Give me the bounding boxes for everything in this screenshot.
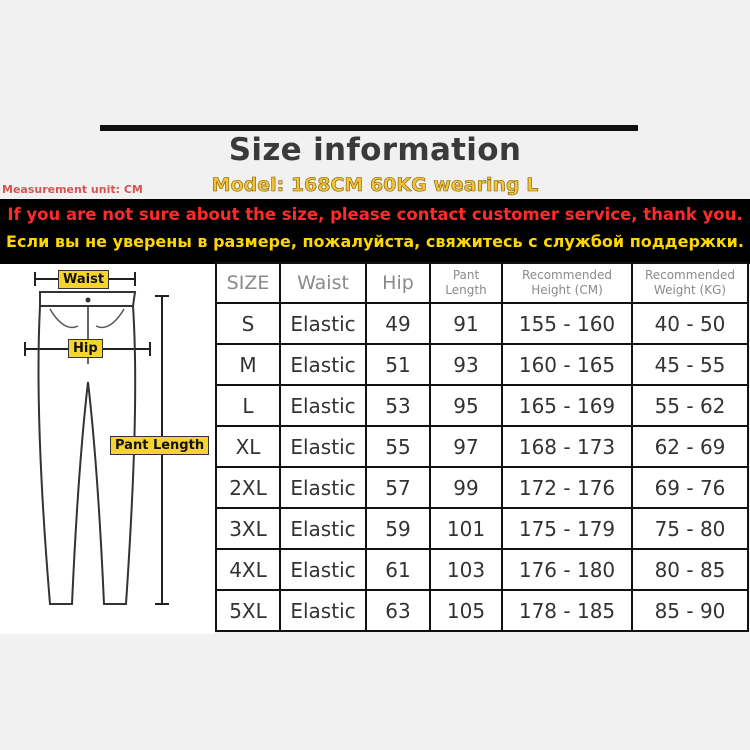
cell-hip: 63 <box>365 589 431 632</box>
cell-size: L <box>215 384 281 427</box>
cell-size: 2XL <box>215 466 281 509</box>
cell-pant-length: 95 <box>429 384 503 427</box>
cell-weight: 69 - 76 <box>631 466 749 509</box>
cell-pant-length: 105 <box>429 589 503 632</box>
header-weight: Recommended Weight (KG) <box>631 262 749 304</box>
header-height-line2: Height (CM) <box>531 283 603 297</box>
notice-english: If you are not sure about the size, plea… <box>7 205 743 224</box>
cell-height: 175 - 179 <box>501 507 633 550</box>
pants-diagram: Waist Hip Pant Length <box>0 264 215 634</box>
cell-hip: 53 <box>365 384 431 427</box>
header-pant-length: Pant Length <box>429 262 503 304</box>
header-size: SIZE <box>215 262 281 304</box>
size-table: SIZE Waist Hip Pant Length Recommended H… <box>215 262 749 632</box>
cell-pant-length: 91 <box>429 302 503 345</box>
cell-waist: Elastic <box>279 343 367 386</box>
header-pant-length-line1: Pant <box>452 268 480 282</box>
cell-weight: 85 - 90 <box>631 589 749 632</box>
cell-waist: Elastic <box>279 384 367 427</box>
table-header-row: SIZE Waist Hip Pant Length Recommended H… <box>215 262 749 304</box>
cell-size: 4XL <box>215 548 281 591</box>
header-weight-line1: Recommended <box>644 268 736 282</box>
measurement-unit-note: Measurement unit: CM <box>2 183 143 196</box>
cell-waist: Elastic <box>279 589 367 632</box>
notice-banner: If you are not sure about the size, plea… <box>0 199 750 264</box>
header-hip: Hip <box>365 262 431 304</box>
cell-height: 160 - 165 <box>501 343 633 386</box>
header-height-line1: Recommended <box>521 268 613 282</box>
cell-size: S <box>215 302 281 345</box>
cell-height: 176 - 180 <box>501 548 633 591</box>
cell-waist: Elastic <box>279 425 367 468</box>
cell-waist: Elastic <box>279 466 367 509</box>
cell-waist: Elastic <box>279 548 367 591</box>
cell-height: 165 - 169 <box>501 384 633 427</box>
title-divider <box>100 125 638 131</box>
cell-weight: 62 - 69 <box>631 425 749 468</box>
cell-pant-length: 97 <box>429 425 503 468</box>
cell-waist: Elastic <box>279 507 367 550</box>
cell-height: 168 - 173 <box>501 425 633 468</box>
cell-size: XL <box>215 425 281 468</box>
header-pant-length-line2: Length <box>445 283 487 297</box>
cell-hip: 57 <box>365 466 431 509</box>
cell-size: 3XL <box>215 507 281 550</box>
cell-pant-length: 93 <box>429 343 503 386</box>
cell-weight: 45 - 55 <box>631 343 749 386</box>
notice-russian: Если вы не уверены в размере, пожалуйста… <box>6 232 744 251</box>
cell-size: M <box>215 343 281 386</box>
pant-length-label: Pant Length <box>110 436 210 455</box>
page-title: Size information <box>228 132 522 168</box>
waist-label: Waist <box>58 270 110 289</box>
cell-pant-length: 101 <box>429 507 503 550</box>
cell-hip: 61 <box>365 548 431 591</box>
header-height: Recommended Height (CM) <box>501 262 633 304</box>
cell-height: 172 - 176 <box>501 466 633 509</box>
header-weight-line2: Weight (KG) <box>653 283 727 297</box>
cell-height: 155 - 160 <box>501 302 633 345</box>
cell-height: 178 - 185 <box>501 589 633 632</box>
header-waist: Waist <box>279 262 367 304</box>
cell-hip: 59 <box>365 507 431 550</box>
cell-hip: 49 <box>365 302 431 345</box>
cell-weight: 80 - 85 <box>631 548 749 591</box>
cell-waist: Elastic <box>279 302 367 345</box>
cell-pant-length: 103 <box>429 548 503 591</box>
model-info: Model: 168CM 60KG wearing L <box>211 174 539 197</box>
cell-pant-length: 99 <box>429 466 503 509</box>
cell-hip: 51 <box>365 343 431 386</box>
cell-size: 5XL <box>215 589 281 632</box>
cell-weight: 55 - 62 <box>631 384 749 427</box>
bottom-margin <box>0 640 750 750</box>
cell-hip: 55 <box>365 425 431 468</box>
cell-weight: 75 - 80 <box>631 507 749 550</box>
cell-weight: 40 - 50 <box>631 302 749 345</box>
hip-label: Hip <box>68 339 103 358</box>
